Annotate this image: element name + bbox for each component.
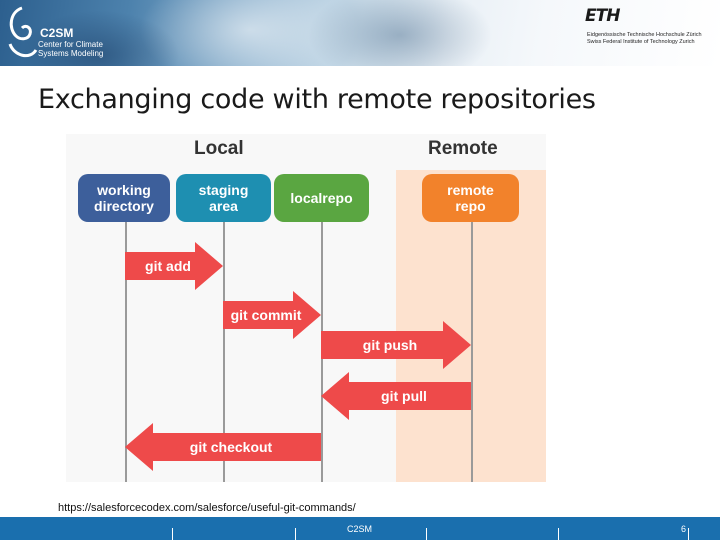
footer-separator [172, 528, 173, 540]
c2sm-swirl-icon [4, 4, 40, 64]
arrow-label: git pull [381, 388, 427, 404]
arrow-label: git add [145, 258, 191, 274]
arrow-label: git checkout [190, 439, 273, 455]
logo-subtitle: Center for Climate Systems Modeling [38, 40, 103, 58]
source-url: https://salesforcecodex.com/salesforce/u… [58, 502, 356, 514]
footer-separator [688, 528, 689, 540]
arrow-label: git commit [231, 307, 302, 323]
footer-separator [295, 528, 296, 540]
footer-separator [558, 528, 559, 540]
slide-title: Exchanging code with remote repositories [38, 84, 596, 115]
arrow-label: git push [363, 337, 417, 353]
logo-sub-line-2: Systems Modeling [38, 49, 103, 58]
header-banner: C2SM Center for Climate Systems Modeling… [0, 0, 720, 66]
page-number: 6 [681, 524, 686, 534]
footer-center-label: C2SM [347, 524, 372, 534]
c2sm-logo: C2SM Center for Climate Systems Modeling [4, 4, 104, 64]
logo-sub-line-1: Center for Climate [38, 40, 103, 49]
eth-subtitle-de: Eidgenössische Technische Hochschule Zür… [587, 32, 702, 38]
footer-separator [426, 528, 427, 540]
command-arrows: git add git commit git push git pull git che… [66, 134, 546, 482]
logo-name: C2SM [40, 26, 73, 40]
eth-logo-block: ETH Eidgenössische Technische Hochschule… [585, 6, 715, 46]
eth-logo: ETH [585, 6, 619, 26]
banner-cloud [300, 0, 500, 66]
eth-subtitle-en: Swiss Federal Institute of Technology Zu… [587, 39, 695, 45]
